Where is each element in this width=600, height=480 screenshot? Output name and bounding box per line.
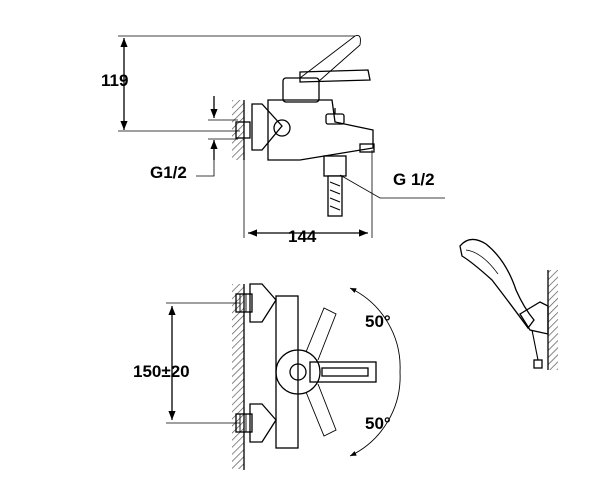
outlet-nut [323,155,347,177]
hand-shower-view [459,238,558,370]
inlet-nut [235,121,251,139]
lever-top [309,361,377,383]
cartridge-body [282,77,320,103]
escutcheon [251,103,283,151]
rotation-arc-down [349,371,401,457]
angle-label-up: 50° [365,312,391,331]
angle-label-down: 50° [365,414,391,433]
dimension-150: 150±20 [133,362,190,381]
top-view [166,283,401,470]
wall-hatch [232,100,244,160]
leader-g12-right [339,174,445,199]
rotation-arc-up [349,287,401,373]
dimension-inlet-thread: G1/2 [150,163,187,182]
hose [531,329,539,361]
bar-body [275,295,299,449]
mixer-body [267,99,374,161]
dimension-119: 119 [101,71,129,90]
lever-ghost-down [305,383,337,437]
dimension-144: 144 [288,227,317,246]
upper-escutcheon [249,283,277,323]
wall-holder [519,301,549,335]
raised-lever-outline [299,34,361,83]
hand-shower-head [459,238,535,330]
side-view [118,34,445,238]
lever-handle [299,69,371,83]
leader-g12-left [196,160,215,177]
lower-escutcheon [249,403,277,443]
dimension-outlet-thread: G 1/2 [393,170,435,189]
cartridge-circle [275,349,321,395]
lever-ghost-up [305,307,337,361]
